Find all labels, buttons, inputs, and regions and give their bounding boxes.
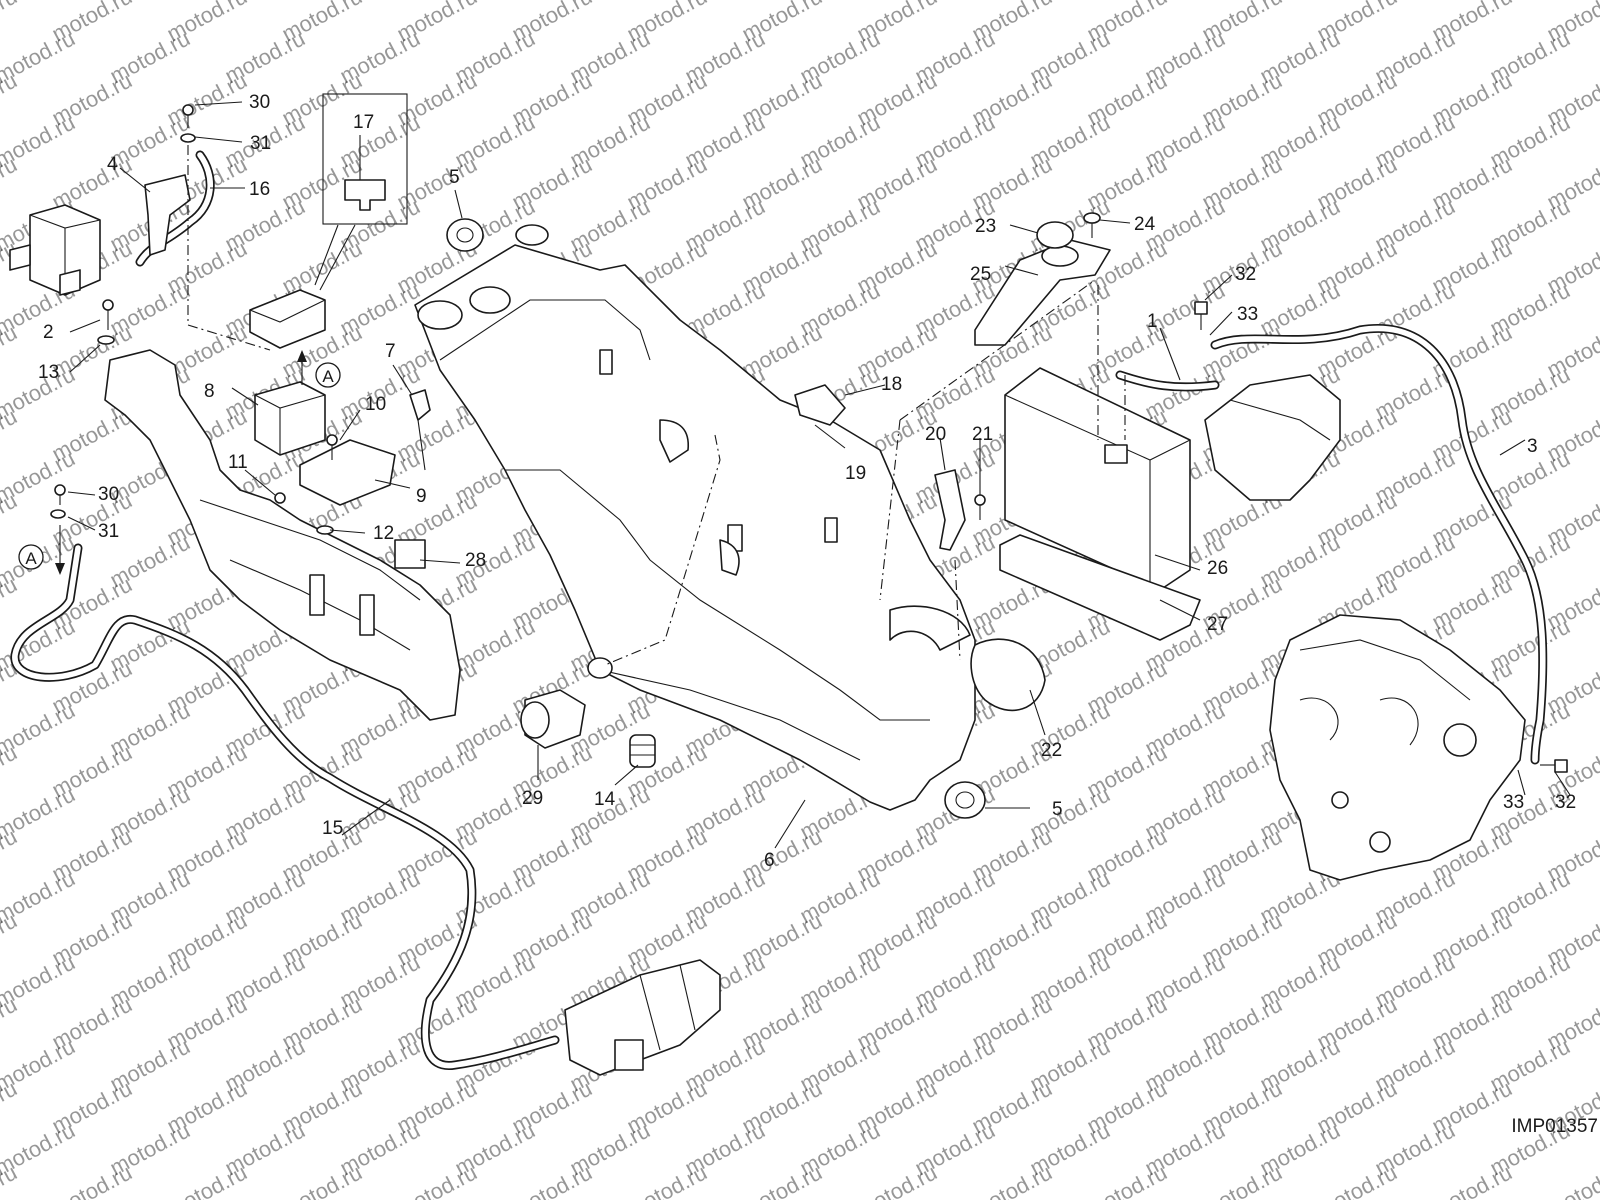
connector-4 — [144, 174, 191, 256]
watermark-text: motod.ru — [1428, 1160, 1516, 1200]
bolt-32-bottom — [1540, 759, 1568, 773]
callout-20: 20 — [925, 424, 946, 445]
clip-18 — [794, 384, 846, 426]
callout-2: 2 — [43, 322, 54, 343]
bracket-20 — [934, 469, 966, 551]
cap-23 — [1036, 221, 1074, 249]
callout-15: 15 — [322, 818, 343, 839]
callout-31-left: 31 — [98, 521, 119, 542]
callout-17: 17 — [353, 112, 374, 133]
callout-18: 18 — [881, 374, 902, 395]
callout-1: 1 — [1147, 311, 1158, 332]
callout-8: 8 — [204, 381, 215, 402]
gear-14 — [629, 734, 656, 768]
grommet-bottom — [944, 781, 986, 819]
callout-19: 19 — [845, 463, 866, 484]
ground-cable — [1210, 324, 1548, 765]
callout-31-top: 31 — [250, 133, 271, 154]
callout-12: 12 — [373, 523, 394, 544]
cable-tie-7 — [409, 389, 431, 471]
watermark-text: motod.ru — [1543, 1160, 1600, 1200]
grommet-top — [446, 218, 484, 252]
watermark-text: motod.ru — [623, 1160, 711, 1200]
watermark-text: motod.ru — [853, 1160, 941, 1200]
callout-30-left: 30 — [98, 484, 119, 505]
watermark-text: motod.ru — [278, 1160, 366, 1200]
watermark-text: motod.ru — [163, 1160, 251, 1200]
reference-marker-left: A — [18, 544, 44, 570]
starter-cable — [10, 543, 560, 1071]
watermark-text: motod.ru — [1083, 1160, 1171, 1200]
callout-16: 16 — [249, 179, 270, 200]
watermark-text: motod.ru — [968, 1160, 1056, 1200]
callout-32-bottom: 32 — [1555, 792, 1576, 813]
watermark-text: motod.ru — [48, 1160, 136, 1200]
callout-33-top: 33 — [1237, 304, 1258, 325]
reference-marker-left-label: A — [25, 549, 37, 568]
figure-code: IMP01357 — [1511, 1116, 1598, 1137]
bolt-32-top — [1194, 301, 1208, 330]
callout-13: 13 — [38, 362, 59, 383]
bolt-2 — [97, 299, 115, 345]
hold-down-strap — [974, 239, 1111, 346]
bolt-10 — [326, 434, 338, 460]
starter-relay — [254, 381, 326, 456]
cover-22 — [970, 638, 1046, 712]
callout-9: 9 — [416, 486, 427, 507]
callout-6: 6 — [764, 850, 775, 871]
callout-24: 24 — [1134, 214, 1156, 235]
callout-33-bottom: 33 — [1503, 792, 1524, 813]
reference-marker-top-label: A — [322, 367, 334, 386]
starter-motor — [564, 959, 721, 1076]
callout-10: 10 — [365, 394, 386, 415]
callout-21: 21 — [972, 424, 993, 445]
bolt-11 — [274, 492, 286, 504]
reference-arrows — [55, 350, 307, 575]
socket-29 — [520, 689, 586, 749]
watermark-text: motod.ru — [1313, 1160, 1401, 1200]
callout-23: 23 — [975, 216, 996, 237]
callout-32-top: 32 — [1235, 264, 1256, 285]
bolt-24 — [1083, 212, 1101, 238]
bolt-30-left — [50, 484, 66, 519]
bolt-30-top — [180, 104, 196, 143]
battery-mat — [999, 534, 1201, 641]
fuse-17 — [344, 179, 386, 211]
callout-11: 11 — [228, 452, 248, 473]
battery-box — [414, 224, 976, 811]
callout-22: 22 — [1041, 740, 1062, 761]
relay-bracket — [104, 349, 461, 721]
callout-3: 3 — [1527, 436, 1538, 457]
callout-30-top: 30 — [249, 92, 270, 113]
watermark-text: motod.ru — [508, 1160, 596, 1200]
battery — [1004, 367, 1191, 591]
reference-marker-top: A — [315, 362, 341, 388]
assembly-lines — [187, 145, 1126, 666]
engine-crankcase — [1269, 614, 1526, 881]
relay-cover — [249, 289, 326, 349]
plate-9 — [299, 439, 396, 506]
watermark-text: motod.ru — [0, 0, 21, 46]
callout-5-top: 5 — [449, 167, 460, 188]
callout-25: 25 — [970, 264, 991, 285]
callout-7: 7 — [385, 341, 396, 362]
callout-27: 27 — [1207, 614, 1228, 635]
watermark-text: motod.ru — [738, 1160, 826, 1200]
callout-29: 29 — [522, 788, 543, 809]
leader-lines — [67, 101, 1571, 849]
watermark-text: motod.ru — [393, 1160, 481, 1200]
bolt-21 — [974, 494, 986, 520]
fuse-detail-frame — [322, 93, 408, 225]
regulator-box — [9, 204, 101, 296]
side-cover — [1204, 374, 1341, 501]
callout-labels: 1 2 3 4 5 5 6 7 8 9 10 11 12 13 14 15 16… — [38, 92, 1576, 871]
callout-4: 4 — [107, 154, 118, 175]
callout-5-bottom: 5 — [1052, 799, 1063, 820]
callout-28: 28 — [465, 550, 486, 571]
callout-14: 14 — [594, 789, 616, 810]
watermark-text: motod.ru — [1198, 1160, 1286, 1200]
callout-26: 26 — [1207, 558, 1228, 579]
